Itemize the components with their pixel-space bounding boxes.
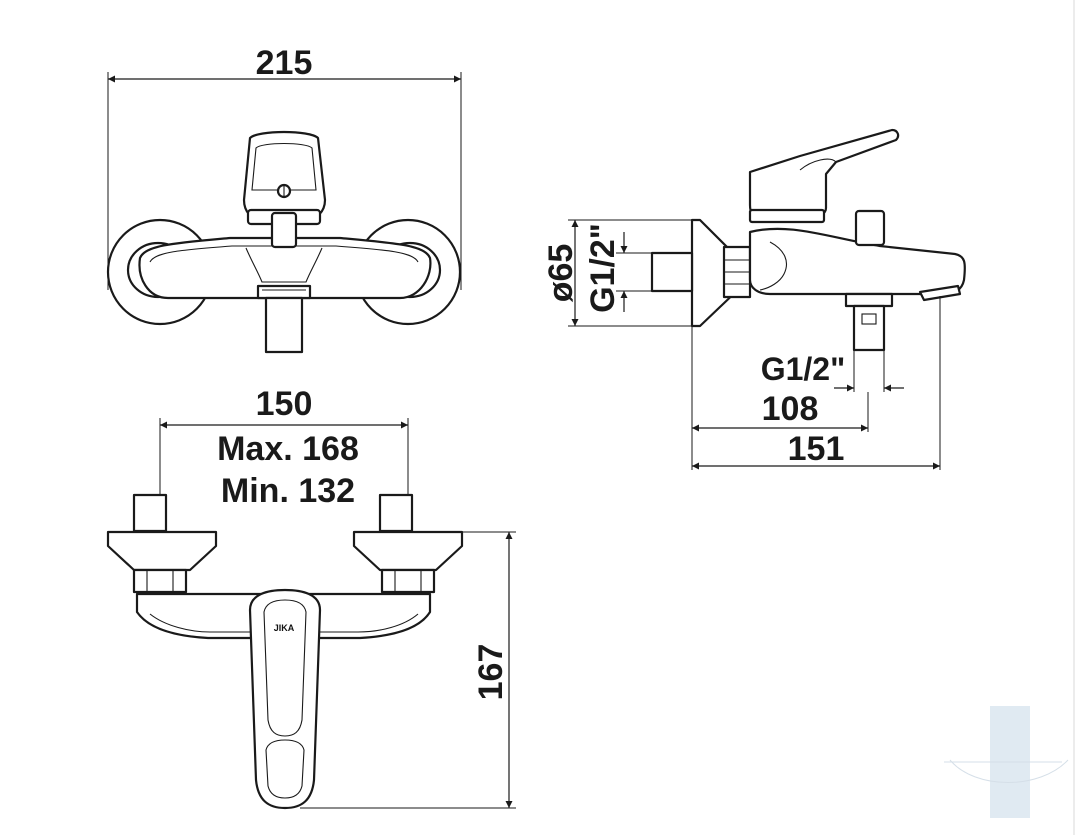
top-inlet-pipe-right xyxy=(378,493,414,533)
side-aerator xyxy=(918,284,962,302)
side-lever xyxy=(748,128,900,220)
side-depth-total-label: 151 xyxy=(788,430,845,468)
side-outlet-nut xyxy=(844,292,894,308)
side-body-contour xyxy=(759,241,788,291)
side-diverter-knob xyxy=(854,209,886,247)
front-spout-outlet xyxy=(264,296,304,354)
top-flange-right xyxy=(352,530,464,572)
side-inlet-thread-label: G1/2" xyxy=(584,223,622,313)
side-outlet-thread-label: G1/2" xyxy=(761,351,846,387)
side-body xyxy=(748,227,966,296)
front-lever xyxy=(242,130,327,222)
front-diverter-knob xyxy=(270,211,298,249)
side-outlet-pipe xyxy=(852,304,886,352)
top-lever-face xyxy=(263,599,307,737)
top-inlet-pipe-left xyxy=(132,493,168,533)
top-height-label: 167 xyxy=(472,644,510,701)
side-diameter-label: ø65 xyxy=(542,244,580,303)
top-spacing-min-label: Min. 132 xyxy=(221,472,355,510)
top-lever xyxy=(248,588,322,810)
side-depth-outlet-label: 108 xyxy=(762,390,819,428)
front-view: 215 xyxy=(106,44,462,354)
side-lever-detail xyxy=(799,158,837,171)
front-spout-nut xyxy=(256,284,312,300)
top-view: 150 Max. 168 Min. 132 JIKA 167 xyxy=(106,385,516,810)
top-spacing-max-label: Max. 168 xyxy=(217,430,359,468)
side-lever-collar xyxy=(748,208,826,224)
front-width-label: 215 xyxy=(256,44,313,82)
side-outlet-hole xyxy=(861,313,877,325)
top-flange-left xyxy=(106,530,218,572)
brand-mark: JIKA xyxy=(274,623,295,633)
top-lever-grip xyxy=(265,739,305,799)
watermark-icon xyxy=(944,706,1069,818)
front-body xyxy=(138,236,432,300)
top-hex-nut-left xyxy=(132,568,188,594)
front-lever-face xyxy=(251,142,317,191)
side-inlet-pipe xyxy=(650,251,694,293)
side-view: ø65 G1/2" G1/2" 108 151 xyxy=(542,128,966,470)
top-hex-nut-right xyxy=(380,568,436,594)
top-spacing-label: 150 xyxy=(256,385,313,423)
front-body-center xyxy=(245,247,323,283)
